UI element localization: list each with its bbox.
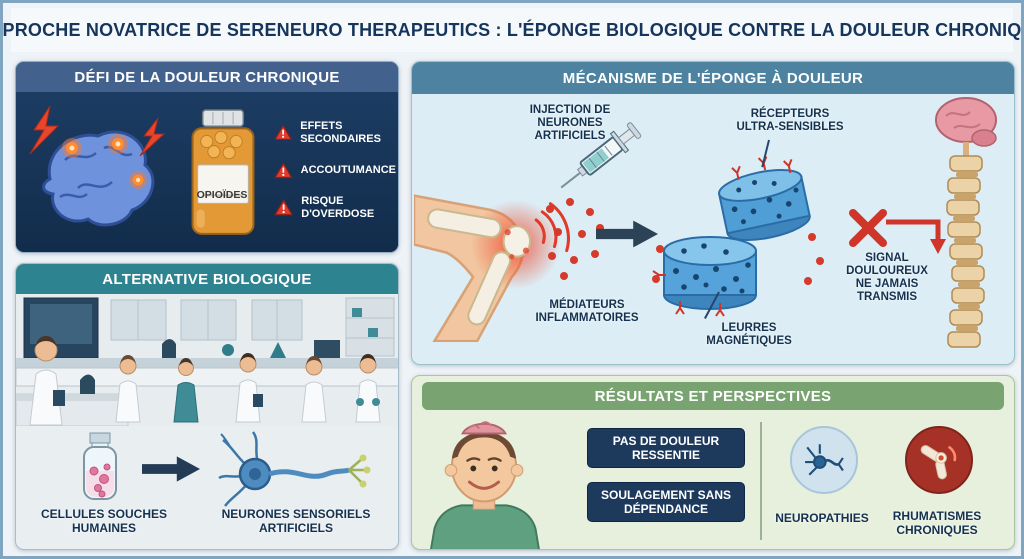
- signal-blocked-label: SIGNAL DOULOUREUX NE JAMAIS TRANSMIS: [846, 252, 928, 304]
- opioid-bottle-label: OPIOÏDES: [196, 189, 248, 201]
- mechanism-body: INJECTION DE NEURONES ARTIFICIELS: [412, 94, 1014, 364]
- capture-arrow-icon: [596, 220, 658, 248]
- neuropathies-label: NEUROPATHIES: [775, 511, 869, 525]
- risk-side-effects: EFFETS SECONDAIRES: [274, 120, 396, 146]
- rheumatism-circle: [905, 426, 973, 494]
- page-title: APPROCHE NOVATRICE DE SERENEURO THERAPEU…: [0, 19, 1024, 40]
- laboratory-scene-illustration: [16, 294, 398, 426]
- challenge-body: OPIOÏDES EFFETS SECONDAIRES ACCOUTUMANCE: [16, 92, 398, 252]
- panel-sponge-mechanism: MÉCANISME DE L'ÉPONGE À DOULEUR INJECTIO…: [411, 61, 1015, 365]
- risk-label: RISQUE D'OVERDOSE: [301, 194, 375, 220]
- injection-label: INJECTION DE NEURONES ARTIFICIELS: [529, 104, 611, 143]
- scientist-figure: [235, 353, 263, 423]
- panel-chronic-pain-challenge: DÉFI DE LA DOULEUR CHRONIQUE: [15, 61, 399, 253]
- scientist-figure: [355, 354, 381, 423]
- artificial-neurons-label: NEURONES SENSORIELS ARTIFICIELS: [221, 507, 371, 535]
- blocked-path-arrow-icon: [886, 219, 946, 254]
- opioid-bottle-icon: [191, 109, 255, 235]
- neuron-icon: [805, 444, 844, 476]
- magnetic-lures-label: LEURRES MAGNÉTIQUES: [706, 322, 792, 348]
- inflamed-knee-icon: [414, 194, 570, 342]
- risk-label: EFFETS SECONDAIRES: [300, 120, 381, 145]
- receptors-label: RÉCEPTEURS ULTRA-SENSIBLES: [736, 108, 844, 134]
- results-divider: [760, 422, 762, 540]
- warning-icon: [274, 125, 292, 141]
- stem-cells-label: CELLULES SOUCHES HUMAINES: [40, 507, 167, 535]
- results-header-wrap: RÉSULTATS ET PERSPECTIVES: [412, 376, 1014, 412]
- no-pain-badge: PAS DE DOULEUR RESSENTIE: [587, 428, 745, 468]
- transform-arrow-icon: [142, 456, 200, 482]
- panel-header-challenge: DÉFI DE LA DOULEUR CHRONIQUE: [16, 62, 398, 92]
- scientist-figure: [173, 358, 199, 423]
- risk-overdose: RISQUE D'OVERDOSE: [274, 195, 396, 221]
- rheumatism-label: RHUMATISMES CHRONIQUES: [892, 509, 982, 537]
- relieved-patient-icon: [430, 421, 540, 549]
- warning-icon: [274, 200, 293, 216]
- scientist-figure: [29, 336, 65, 426]
- results-body: PAS DE DOULEUR RESSENTIE SOULAGEMENT SAN…: [412, 412, 1014, 549]
- risk-addiction: ACCOUTUMANCE: [274, 160, 396, 181]
- brain-spine-icon: [935, 97, 997, 348]
- no-dependence-badge: SOULAGEMENT SANS DÉPENDANCE: [587, 482, 745, 522]
- title-band: APPROCHE NOVATRICE DE SERENEURO THERAPEU…: [3, 8, 1021, 52]
- syringe-icon: [560, 122, 642, 189]
- scientist-figure: [115, 355, 141, 423]
- joint-icon: [920, 445, 957, 480]
- panel-results-perspectives: RÉSULTATS ET PERSPECTIVES PAS DE DOULEUR…: [411, 375, 1015, 550]
- panel-header-results: RÉSULTATS ET PERSPECTIVES: [422, 382, 1004, 410]
- artificial-neuron-icon: [218, 431, 371, 507]
- panel-biological-alternative: ALTERNATIVE BIOLOGIQUE: [15, 263, 399, 550]
- neuropathies-circle: [790, 426, 858, 494]
- brain-pain-icon: [29, 105, 166, 227]
- panel-header-mechanism: MÉCANISME DE L'ÉPONGE À DOULEUR: [412, 62, 1014, 94]
- risk-label: ACCOUTUMANCE: [300, 163, 396, 176]
- warning-icon: [274, 162, 293, 179]
- alternative-body: CELLULES SOUCHES HUMAINES NEURONES SENSO…: [16, 294, 398, 549]
- mediators-label: MÉDIATEURS INFLAMMATOIRES: [535, 299, 639, 325]
- risk-list: EFFETS SECONDAIRES ACCOUTUMANCE RISQUE D…: [274, 120, 396, 235]
- blocked-signal-x-icon: [849, 209, 887, 247]
- scientist-figure: [301, 356, 327, 423]
- stem-cell-vial-icon: [83, 432, 117, 500]
- panel-header-alternative: ALTERNATIVE BIOLOGIQUE: [16, 264, 398, 294]
- inflammatory-mediator-dots: [546, 198, 604, 280]
- sponge-cylinders-icon: [652, 156, 824, 317]
